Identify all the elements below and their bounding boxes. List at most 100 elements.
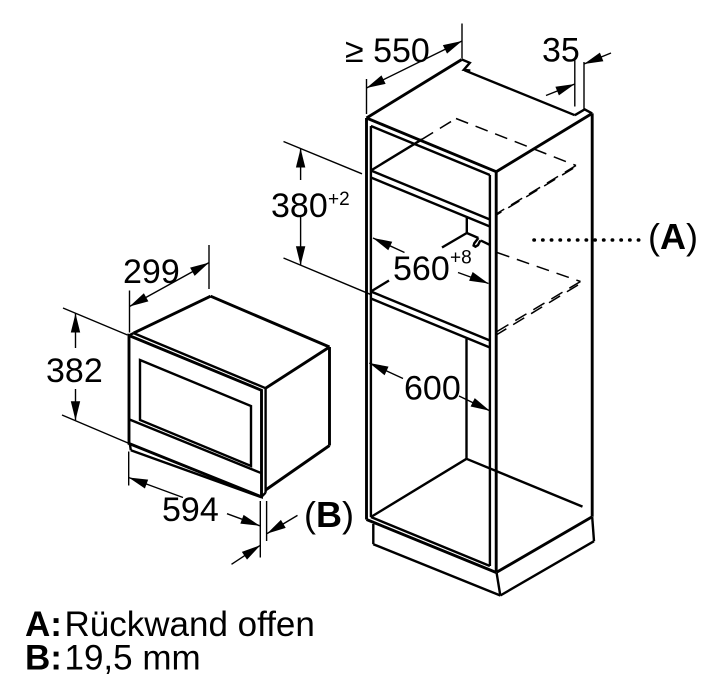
cabinet-interior-edge [370, 457, 468, 519]
dimension-arrowhead [295, 148, 306, 168]
microwave-edge [260, 491, 267, 498]
dimension-door-protrusion: (B) [231, 494, 354, 565]
microwave-height-label: 382 [46, 352, 103, 390]
hidden-edge-dashed [455, 117, 577, 167]
cabinet-interior-edge [441, 231, 468, 249]
niche-height-tolerance: +2 [328, 189, 350, 210]
hidden-edge-dashed [496, 164, 577, 215]
cabinet-interior-edge [370, 290, 491, 342]
microwave-edge [264, 345, 331, 390]
niche-width-label: 560 [393, 250, 450, 288]
cabinet-plinth [372, 516, 596, 597]
microwave-edge [128, 443, 132, 451]
legend-key: B: [25, 639, 62, 678]
plinth-edge [372, 543, 501, 597]
cabinet-edge [365, 58, 463, 120]
dimension-lower-compartment: 600 [369, 362, 491, 412]
cabinet-edge [365, 518, 497, 574]
dimension-niche-width: 560 +8 [372, 237, 489, 288]
cabinet-interior [369, 124, 583, 568]
niche-rear-rail-hook [472, 237, 482, 249]
cabinet-drawing [365, 58, 596, 597]
lower-compartment-label: 600 [404, 370, 461, 408]
dimensions: ≥ 550 35 380 +2 560 +8 [46, 23, 698, 565]
dimension-arrowhead [470, 398, 490, 411]
dimension-arrowhead [469, 272, 489, 284]
microwave-edge [210, 294, 331, 349]
cabinet-hidden-edges-dashed [421, 117, 581, 336]
legend: A:Rückwand offen B:19,5 mm [25, 605, 315, 678]
dimension-arrowhead [129, 293, 149, 307]
legend-text: 19,5 mm [65, 639, 201, 678]
dimension-arrowhead [70, 401, 81, 421]
dimension-arrowhead [295, 246, 306, 266]
cabinet-depth-label: ≥ 550 [345, 32, 430, 70]
dimension-arrowhead [70, 313, 81, 333]
dimension-arrowhead [240, 514, 260, 526]
door-window-edge [129, 418, 262, 475]
cabinet-interior-edge [466, 231, 479, 240]
legend-key: A: [25, 605, 62, 644]
dimension-microwave-depth: 299 [123, 245, 210, 333]
ref-letter: B [316, 494, 342, 535]
microwave-depth-label: 299 [123, 253, 180, 291]
microwave-outline [127, 294, 331, 499]
cabinet-interior-edge [370, 124, 491, 177]
cabinet-interior-edge [370, 169, 491, 221]
dimension-line [61, 414, 129, 444]
dimension-microwave-width: 594 [127, 451, 261, 529]
microwave-edge [132, 294, 212, 335]
dimension-arrowhead [190, 262, 209, 276]
microwave-edge [264, 444, 331, 492]
ref-paren: ) [686, 216, 698, 257]
dimension-cabinet-rear-gap: 35 [542, 32, 612, 110]
ref-paren: ( [304, 494, 316, 535]
dimension-arrowhead [442, 41, 462, 54]
dimension-line [62, 307, 128, 336]
cabinet-edge [495, 515, 593, 574]
niche-width-tolerance: +8 [450, 248, 472, 269]
cabinet-edge [464, 69, 576, 117]
hidden-edge-dashed [496, 251, 581, 283]
dimension-niche-height: 380 +2 [271, 140, 372, 296]
dimension-arrowhead [128, 477, 149, 489]
cabinet-edge [461, 58, 472, 72]
dimension-arrowhead [241, 545, 261, 560]
cabinet-rear-ref: (A) [648, 216, 698, 257]
hidden-edge-dashed [496, 167, 574, 216]
cabinet-rear-gap-label: 35 [542, 32, 580, 70]
door-window-edge [138, 358, 253, 468]
dimension-microwave-height: 382 [46, 307, 129, 444]
hidden-edge-dashed [496, 284, 579, 336]
ref-letter: A [660, 216, 686, 257]
plinth-edge [591, 516, 596, 542]
label-rear-open: (A) [532, 216, 698, 257]
legend-line-a: A:Rückwand offen [25, 605, 315, 644]
hidden-edge-dashed [496, 280, 581, 333]
cabinet-edge [365, 116, 497, 174]
dimension-line [283, 257, 372, 296]
ref-paren: ) [342, 494, 354, 535]
ref-paren: ( [648, 216, 660, 257]
microwave-edge [133, 331, 267, 390]
dimension-cabinet-depth: ≥ 550 [345, 23, 463, 114]
cabinet-interior-edge [466, 457, 583, 508]
dimension-arrowhead [584, 52, 604, 64]
cabinet-interior-edge [370, 297, 491, 349]
legend-text: Rückwand offen [65, 605, 315, 644]
hidden-edge-dashed [421, 117, 457, 140]
dimension-arrowhead [369, 363, 389, 376]
plinth-edge [499, 540, 595, 597]
cabinet-interior-edge [370, 138, 423, 172]
dimension-arrowhead [366, 75, 386, 88]
cabinet-interior-edge [480, 239, 491, 246]
door-protrusion-ref: (B) [304, 494, 354, 535]
dimension-line [283, 140, 363, 175]
plinth-edge [495, 572, 502, 596]
microwave-edge [130, 449, 262, 499]
cabinet-outline [365, 58, 594, 574]
microwave-drawing [127, 294, 331, 499]
dimension-arrowhead [267, 519, 286, 534]
cabinet-interior-edge [370, 279, 390, 293]
